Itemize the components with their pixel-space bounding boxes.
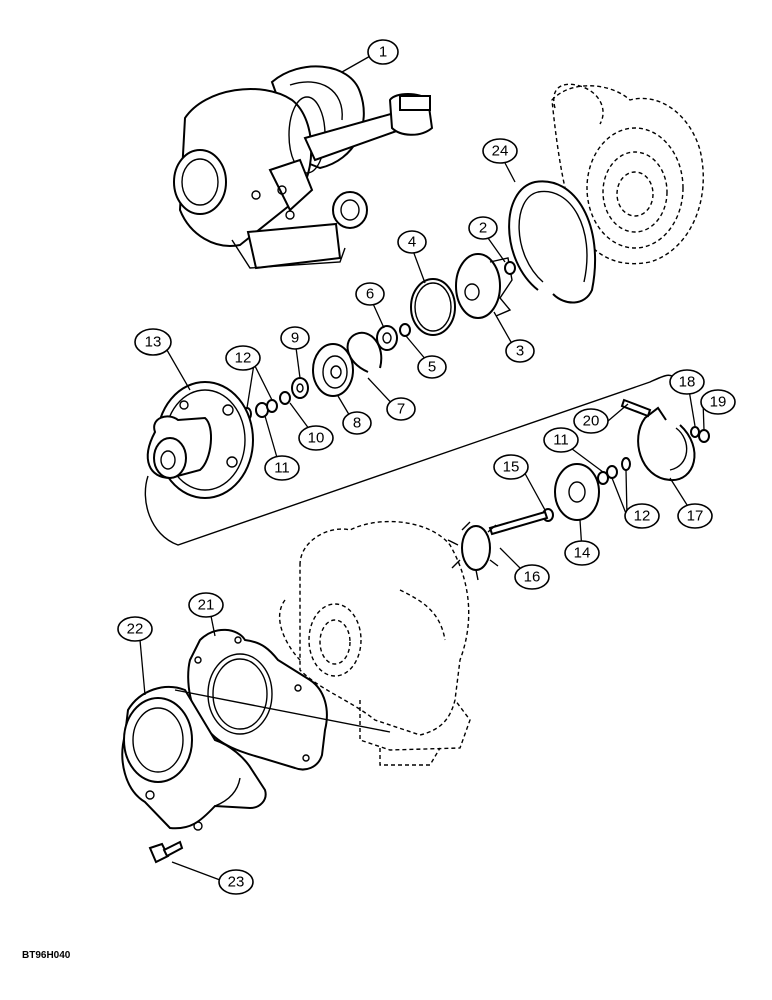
- callout-12a: 12: [225, 345, 261, 371]
- svg-text:12: 12: [235, 350, 252, 367]
- seal-ring-part: [410, 278, 456, 336]
- svg-text:2: 2: [479, 220, 487, 237]
- svg-text:18: 18: [679, 374, 696, 391]
- callout-19: 19: [700, 389, 736, 415]
- callout-7: 7: [386, 397, 416, 421]
- svg-text:8: 8: [353, 415, 361, 432]
- callout-11a: 11: [264, 455, 300, 481]
- callout-3: 3: [505, 339, 535, 363]
- callouts: 1 24 2 3 4 5 6 7 8 9 10 11 12 13 18 19 2…: [117, 39, 736, 895]
- callout-24: 24: [482, 138, 518, 164]
- turbine-wheel-shaft-part: [447, 510, 549, 581]
- drawing-code: BT96H040: [22, 950, 71, 961]
- svg-text:22: 22: [127, 621, 144, 638]
- clamp-part: [637, 406, 696, 482]
- svg-text:10: 10: [308, 430, 325, 447]
- callout-2: 2: [468, 216, 498, 240]
- callout-8: 8: [342, 411, 372, 435]
- svg-text:20: 20: [583, 413, 600, 430]
- callout-21: 21: [188, 592, 224, 618]
- seal-plate-part: [554, 463, 600, 521]
- o-ring-12b-part: [621, 457, 631, 471]
- svg-text:9: 9: [291, 330, 299, 347]
- washer-10-part: [279, 391, 291, 405]
- callout-11b: 11: [543, 427, 579, 453]
- compressor-wheel-part: [455, 253, 513, 319]
- callout-5: 5: [417, 355, 447, 379]
- center-housing-part: [146, 381, 254, 499]
- thrust-bearing-part: [291, 377, 309, 399]
- callout-4: 4: [397, 230, 427, 254]
- seal-insert-part: [312, 343, 354, 397]
- callout-17: 17: [677, 503, 713, 529]
- callout-14: 14: [564, 540, 600, 566]
- svg-text:19: 19: [710, 394, 727, 411]
- callout-9: 9: [280, 326, 310, 350]
- svg-text:17: 17: [687, 508, 704, 525]
- svg-text:11: 11: [274, 460, 290, 477]
- turbocharger-assembly: [173, 65, 434, 270]
- svg-text:3: 3: [516, 343, 524, 360]
- svg-text:6: 6: [366, 286, 374, 303]
- lock-washer-part: [690, 426, 700, 438]
- svg-text:21: 21: [198, 597, 215, 614]
- svg-text:7: 7: [397, 401, 405, 418]
- compressor-housing-hidden: [551, 83, 704, 265]
- exhaust-elbow-part: [121, 685, 391, 831]
- callout-15: 15: [493, 454, 529, 480]
- callout-20: 20: [573, 408, 609, 434]
- clamp-nut-part: [698, 429, 710, 443]
- washer-5-part: [399, 323, 411, 337]
- svg-text:5: 5: [428, 359, 436, 376]
- svg-text:4: 4: [408, 234, 416, 251]
- callout-1: 1: [367, 39, 399, 65]
- retaining-ring-part: [508, 180, 597, 304]
- svg-text:12: 12: [634, 508, 651, 525]
- turbine-housing-hidden: [278, 520, 471, 766]
- thrust-collar-part: [376, 325, 398, 351]
- assembly-guide-line: [144, 374, 676, 546]
- callout-13: 13: [134, 328, 172, 356]
- callout-18: 18: [669, 369, 705, 395]
- snap-ring-part: [346, 331, 383, 373]
- svg-text:13: 13: [145, 334, 162, 351]
- callout-6: 6: [355, 282, 385, 306]
- callout-10: 10: [298, 425, 334, 451]
- svg-text:23: 23: [228, 874, 245, 891]
- clamp-bolt-part: [620, 398, 652, 418]
- svg-text:1: 1: [379, 44, 387, 61]
- cap-screw-part: [148, 840, 184, 864]
- callout-12b: 12: [624, 503, 660, 529]
- svg-text:24: 24: [492, 143, 509, 160]
- svg-text:16: 16: [524, 569, 541, 586]
- svg-text:11: 11: [553, 432, 569, 449]
- nut-part: [504, 261, 516, 275]
- svg-text:14: 14: [574, 545, 591, 562]
- callout-16: 16: [514, 564, 550, 590]
- callout-22: 22: [117, 616, 153, 642]
- callout-23: 23: [218, 869, 254, 895]
- svg-text:15: 15: [503, 459, 520, 476]
